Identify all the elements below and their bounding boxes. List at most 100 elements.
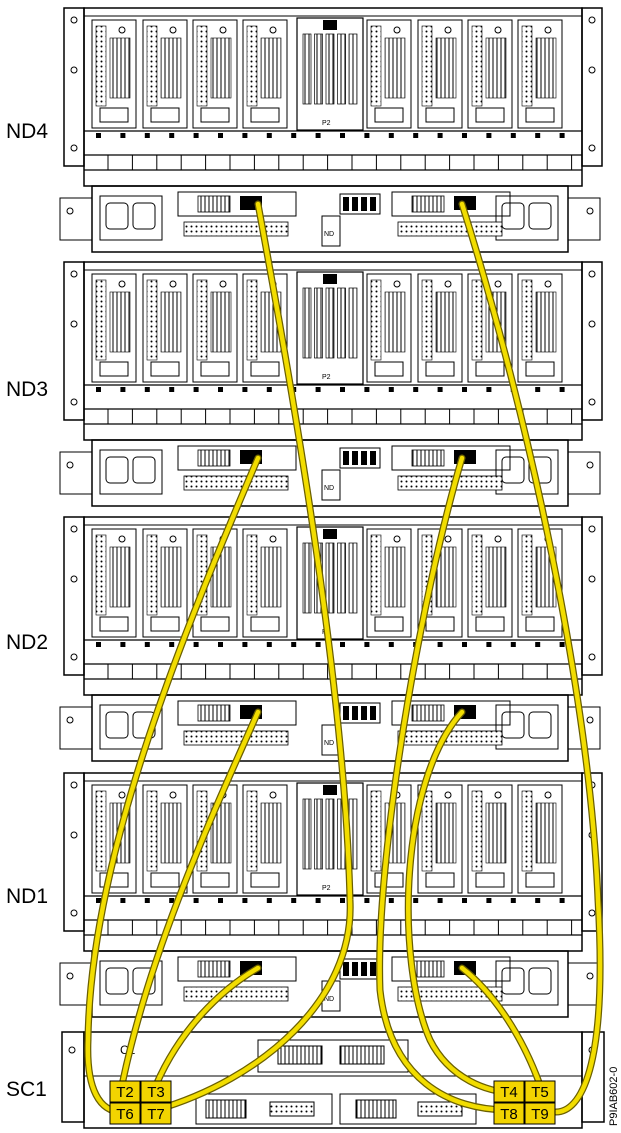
fan-clip	[462, 133, 467, 138]
cassette-frame	[142, 784, 188, 894]
screw-hole	[588, 144, 596, 152]
cassette-handle	[150, 616, 180, 632]
io-vent	[183, 221, 289, 237]
pcie-cassette	[366, 528, 412, 638]
port-t3	[140, 1080, 172, 1103]
riser-card	[302, 287, 312, 359]
cassette-latch	[219, 26, 227, 34]
cassette-handle	[250, 361, 280, 377]
psu-right	[495, 704, 559, 750]
sc-port	[355, 1099, 397, 1119]
io-connector	[411, 704, 445, 722]
riser-handle	[323, 20, 337, 30]
cable-core	[459, 201, 603, 1115]
io-panel: ND	[59, 439, 601, 507]
cassette-handle	[525, 616, 555, 632]
pcie-cassette	[467, 19, 513, 129]
pcie-cassette	[242, 19, 288, 129]
pcie-cassette	[91, 528, 137, 638]
cable-outline	[458, 964, 544, 1089]
cassette-latch	[494, 791, 502, 799]
bracket-hole	[66, 716, 74, 724]
usb-port	[352, 197, 358, 211]
fan-clip	[535, 133, 541, 138]
fan-clip	[559, 133, 565, 138]
riser-card	[337, 33, 346, 105]
pcie-cassette	[142, 19, 188, 129]
fan-clip	[266, 387, 272, 392]
cassette-frame	[417, 784, 463, 894]
cassette-grill	[109, 291, 131, 353]
cassette-latch	[169, 26, 177, 34]
fan-clip	[218, 642, 223, 647]
riser-card	[325, 542, 335, 614]
usb-port	[370, 451, 376, 465]
io-connector	[411, 449, 445, 467]
fan-clip	[486, 898, 492, 903]
riser-card	[337, 287, 346, 359]
screw-hole	[70, 781, 78, 789]
fan-clip	[437, 642, 443, 647]
io-vent	[397, 986, 503, 1002]
sc-vent	[417, 1101, 463, 1117]
fan-clip	[364, 133, 370, 138]
node-label-nd3: ND3	[6, 378, 49, 401]
cassette-handle	[200, 872, 230, 888]
cassette-frame	[91, 19, 137, 129]
fan-clip	[413, 898, 419, 903]
io-card-left	[177, 191, 297, 217]
fan-clip	[559, 642, 565, 647]
cable-nd2-right-to-t4	[404, 708, 512, 1096]
fan-clip	[486, 387, 492, 392]
usb-port	[370, 962, 376, 976]
fan-clip	[535, 898, 541, 903]
usb-port	[343, 451, 349, 465]
port-label-t3: T3	[147, 1084, 165, 1101]
fan-clip	[413, 387, 419, 392]
center-riser: P2	[296, 782, 364, 896]
cassette-frame	[142, 273, 188, 383]
fan-clip	[510, 133, 516, 138]
fan-clip	[218, 133, 223, 138]
fan-clip	[144, 898, 150, 903]
fan-clip	[315, 387, 321, 392]
cassette-handle	[374, 361, 404, 377]
port-t9	[524, 1102, 556, 1125]
port-t2	[109, 1080, 141, 1103]
io-card-left	[177, 956, 297, 982]
sc-chassis	[83, 1031, 583, 1129]
cassette-latch	[118, 26, 126, 34]
power-inlet	[105, 967, 129, 995]
cassette-vent	[521, 25, 533, 107]
bracket-right	[567, 451, 601, 495]
cassette-frame	[242, 19, 288, 129]
cassette-grill	[435, 546, 457, 608]
io-panel: ND	[59, 950, 601, 1018]
node-label-sc1: SC1	[6, 1078, 47, 1101]
pcie-cassette	[142, 784, 188, 894]
cassette-latch	[544, 280, 552, 288]
cable-nd4-left-to-t7	[152, 200, 354, 1114]
cassette-handle	[200, 616, 230, 632]
cassette-vent	[146, 279, 158, 361]
fan-clip	[388, 387, 394, 392]
fan-clip	[266, 133, 272, 138]
cassette-frame	[366, 273, 412, 383]
cassette-handle	[374, 107, 404, 123]
cassette-frame	[467, 273, 513, 383]
fan-clip	[462, 642, 467, 647]
cassette-handle	[525, 361, 555, 377]
fan-clip	[486, 642, 492, 647]
fan-clip	[96, 898, 101, 903]
cassette-handle	[525, 872, 555, 888]
cassette-frame	[517, 273, 563, 383]
screw-hole	[70, 320, 78, 328]
sc-port	[205, 1099, 247, 1119]
port-t6	[109, 1102, 141, 1125]
center-riser: P2	[296, 526, 364, 640]
cassette-vent	[246, 790, 258, 872]
port-t5	[524, 1080, 556, 1103]
